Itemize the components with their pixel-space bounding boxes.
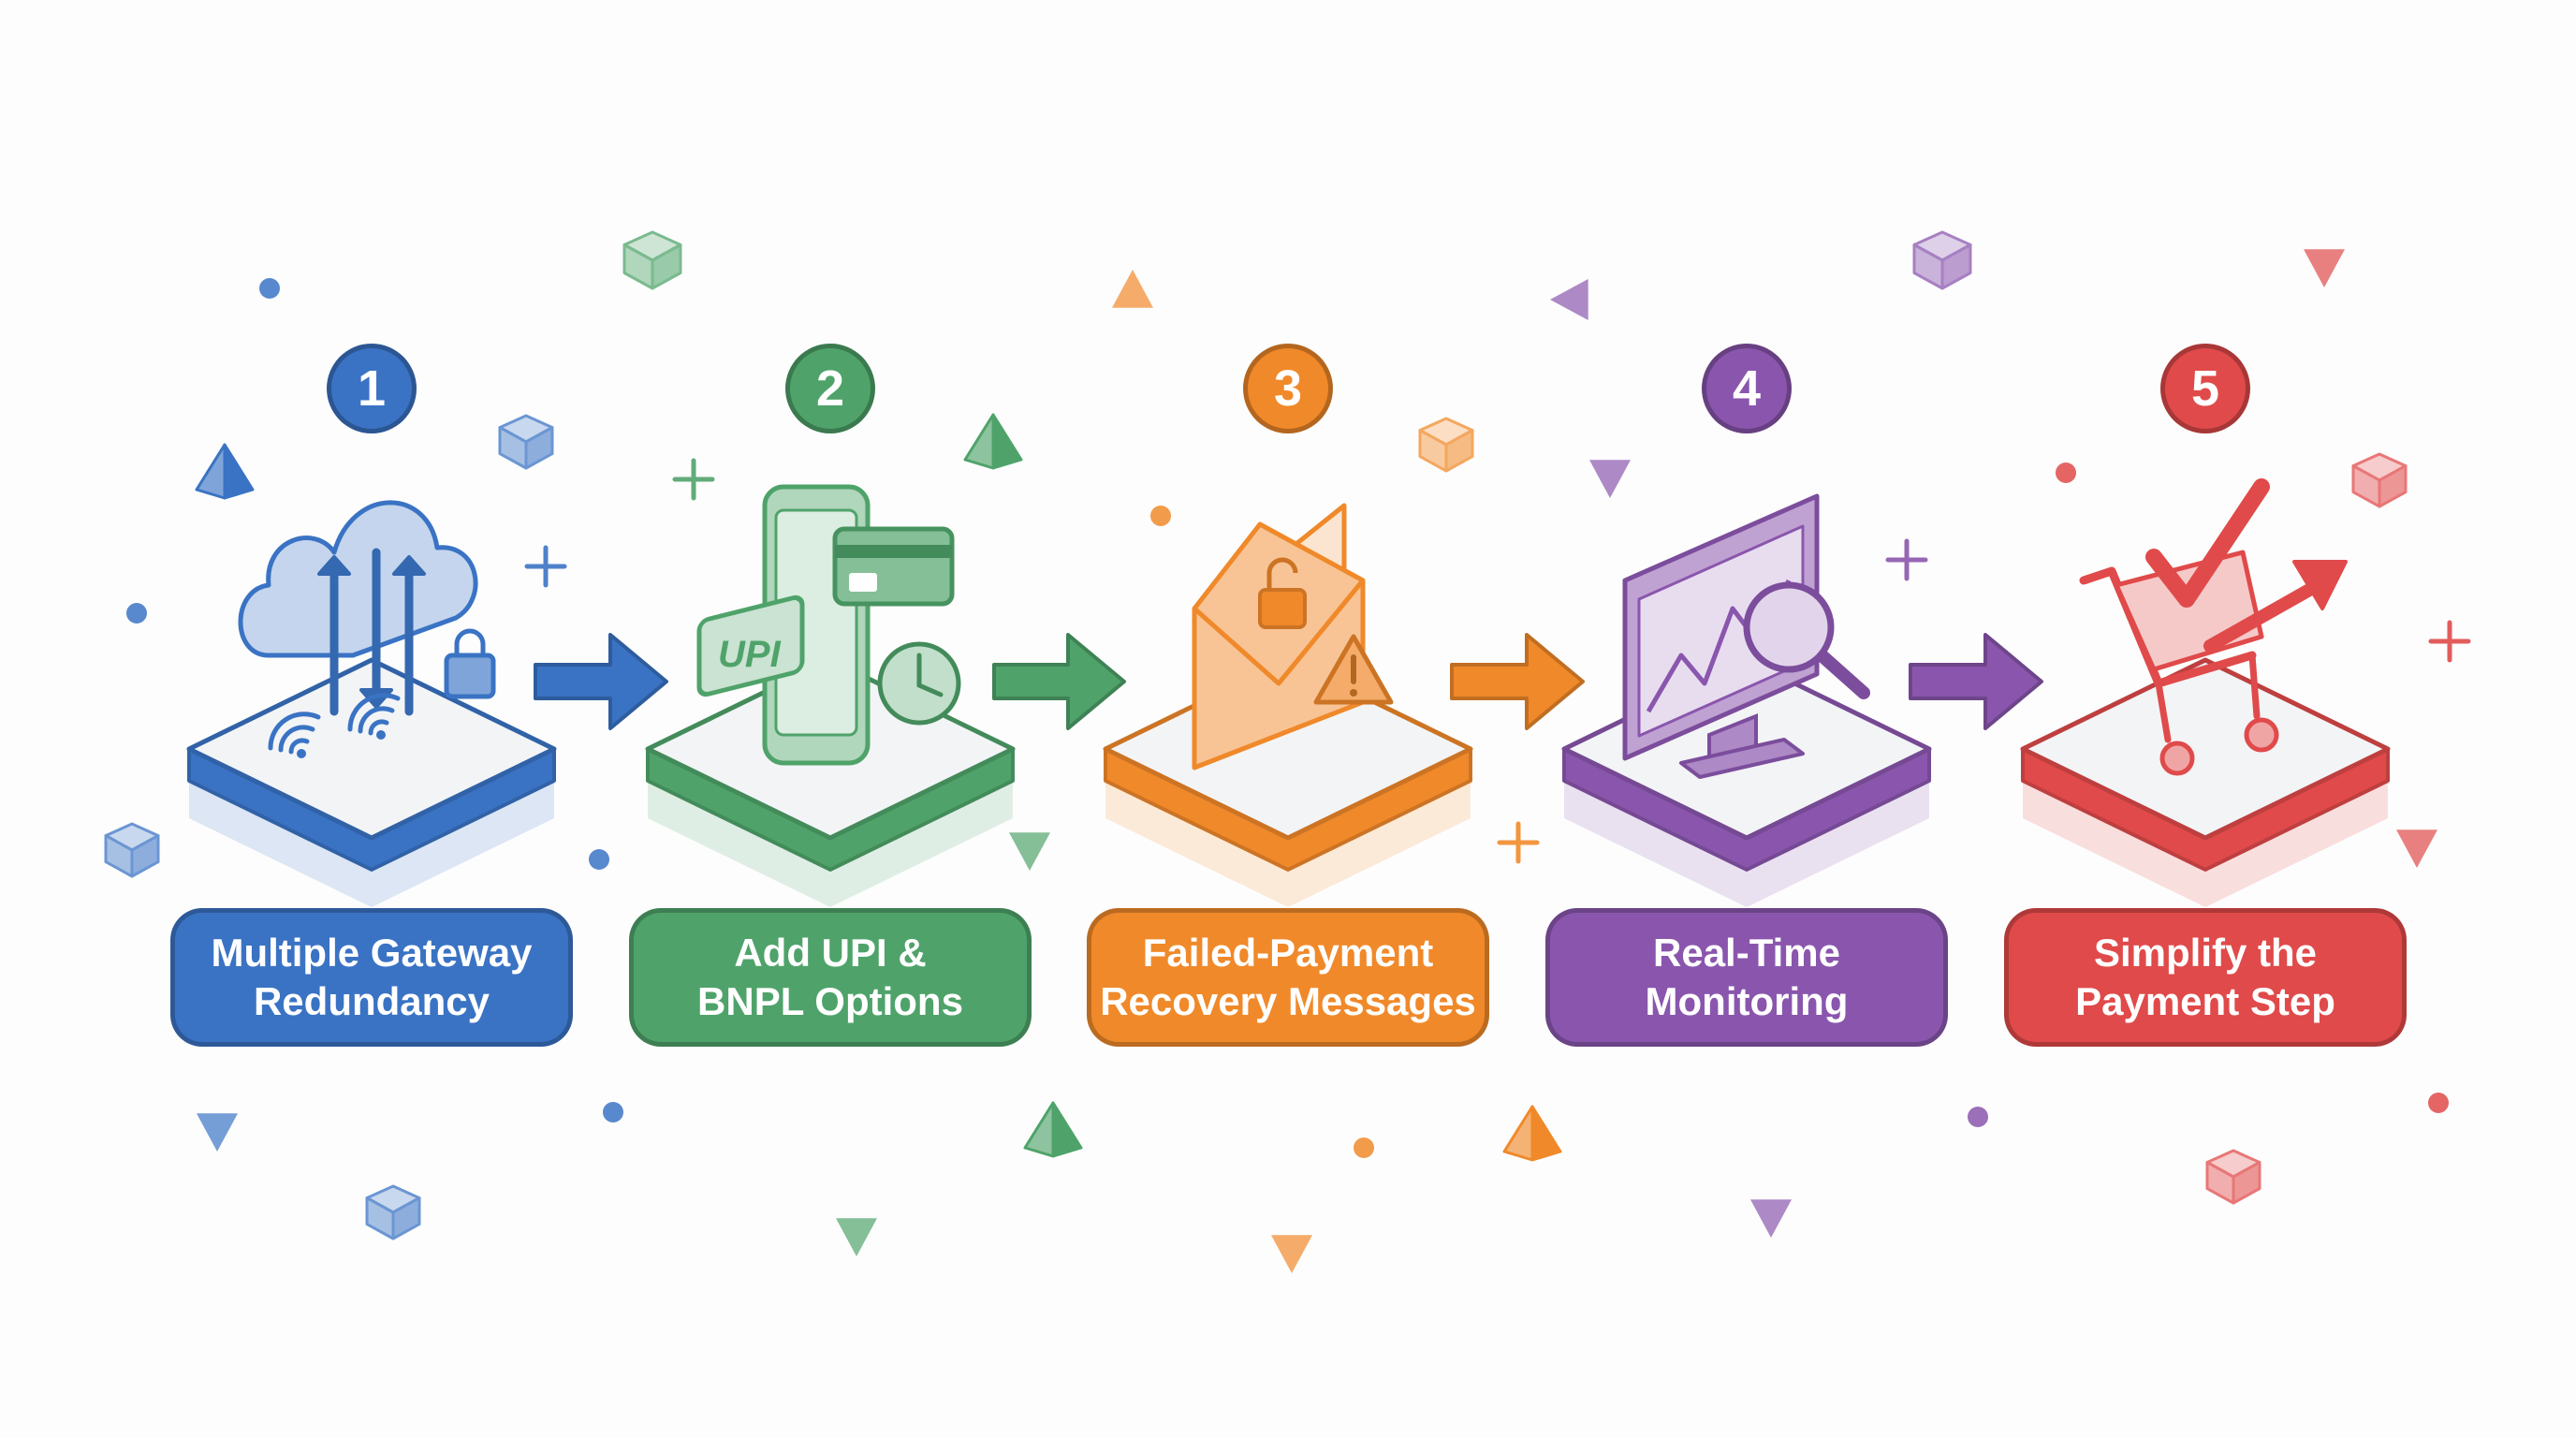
decor-dot-0 <box>259 278 280 299</box>
envelope-unlock-icon <box>1192 503 1394 770</box>
step-label-3: Failed-Payment Recovery Messages <box>1087 908 1489 1047</box>
step-number-badge-4: 4 <box>1702 344 1792 433</box>
decor-tri-23 <box>1589 460 1631 498</box>
decor-plus-34 <box>1885 538 1928 581</box>
decor-tri-29 <box>1271 1235 1312 1273</box>
decor-dot-5 <box>1354 1137 1374 1158</box>
platform-1 <box>186 657 557 907</box>
decor-dot-1 <box>126 603 147 624</box>
decor-pyr-17 <box>195 443 255 500</box>
decor-tri-26 <box>2396 829 2437 868</box>
decor-tri-25 <box>1009 832 1050 871</box>
decor-tri-30 <box>1750 1199 1792 1238</box>
decor-dot-8 <box>1968 1107 1988 1127</box>
decor-tri-28 <box>836 1218 877 1256</box>
decor-cube-13 <box>1418 417 1474 473</box>
decor-dot-4 <box>1150 506 1171 526</box>
step-label-4: Real-Time Monitoring <box>1545 908 1948 1047</box>
step-number-badge-5: 5 <box>2160 344 2250 433</box>
right-arrow-icon-4 <box>1909 633 2043 730</box>
step-label-line: Monitoring <box>1645 979 1849 1023</box>
decor-dot-6 <box>2056 462 2076 483</box>
decor-cube-11 <box>104 822 160 878</box>
right-arrow-icon-2 <box>992 633 1126 730</box>
decor-plus-32 <box>672 458 715 501</box>
step-number-badge-1: 1 <box>327 344 417 433</box>
step-label-line: Failed-Payment <box>1142 931 1434 975</box>
decor-pyr-19 <box>1023 1101 1083 1158</box>
step-label-5: Simplify the Payment Step <box>2004 908 2407 1047</box>
decor-cube-10 <box>498 414 554 470</box>
decor-cube-12 <box>365 1184 421 1240</box>
decor-tri-27 <box>197 1113 238 1152</box>
step-label-line: Add UPI & <box>734 931 927 975</box>
step-label-1: Multiple Gateway Redundancy <box>170 908 573 1047</box>
cloud-gateway-icon <box>238 500 496 758</box>
step-number-badge-2: 2 <box>785 344 875 433</box>
decor-cube-9 <box>622 230 682 290</box>
decor-dot-3 <box>603 1102 623 1123</box>
decor-dot-2 <box>589 849 609 870</box>
decor-cube-15 <box>2351 452 2408 508</box>
step-label-line: Payment Step <box>2075 979 2335 1023</box>
step-label-line: Redundancy <box>253 979 490 1023</box>
step-number-badge-3: 3 <box>1243 344 1333 433</box>
monitor-magnifier-icon <box>1622 493 1870 779</box>
decor-plus-35 <box>2428 620 2471 663</box>
decor-plus-33 <box>1497 821 1540 864</box>
decor-tri-22 <box>1550 279 1588 320</box>
decor-tri-24 <box>2304 249 2345 287</box>
step-label-line: Recovery Messages <box>1100 979 1476 1023</box>
step-label-line: BNPL Options <box>697 979 963 1023</box>
decor-cube-16 <box>2205 1149 2261 1205</box>
step-label-line: Multiple Gateway <box>211 931 533 975</box>
step-label-2: Add UPI & BNPL Options <box>629 908 1032 1047</box>
step-label-line: Real-Time <box>1653 931 1840 975</box>
decor-cube-14 <box>1912 230 1972 290</box>
phone-upi-card-icon: UPI <box>696 484 961 766</box>
right-arrow-icon-1 <box>534 633 668 730</box>
decor-dot-7 <box>2428 1093 2449 1113</box>
cart-checkmark-icon <box>2079 478 2348 776</box>
right-arrow-icon-3 <box>1450 633 1585 730</box>
decor-plus-31 <box>524 545 567 588</box>
decor-pyr-20 <box>1502 1105 1562 1162</box>
decor-tri-21 <box>1112 270 1153 308</box>
decor-pyr-18 <box>963 413 1023 470</box>
platform-5 <box>2020 657 2391 907</box>
step-label-line: Simplify the <box>2093 931 2318 975</box>
upi-text: UPI <box>718 634 782 675</box>
